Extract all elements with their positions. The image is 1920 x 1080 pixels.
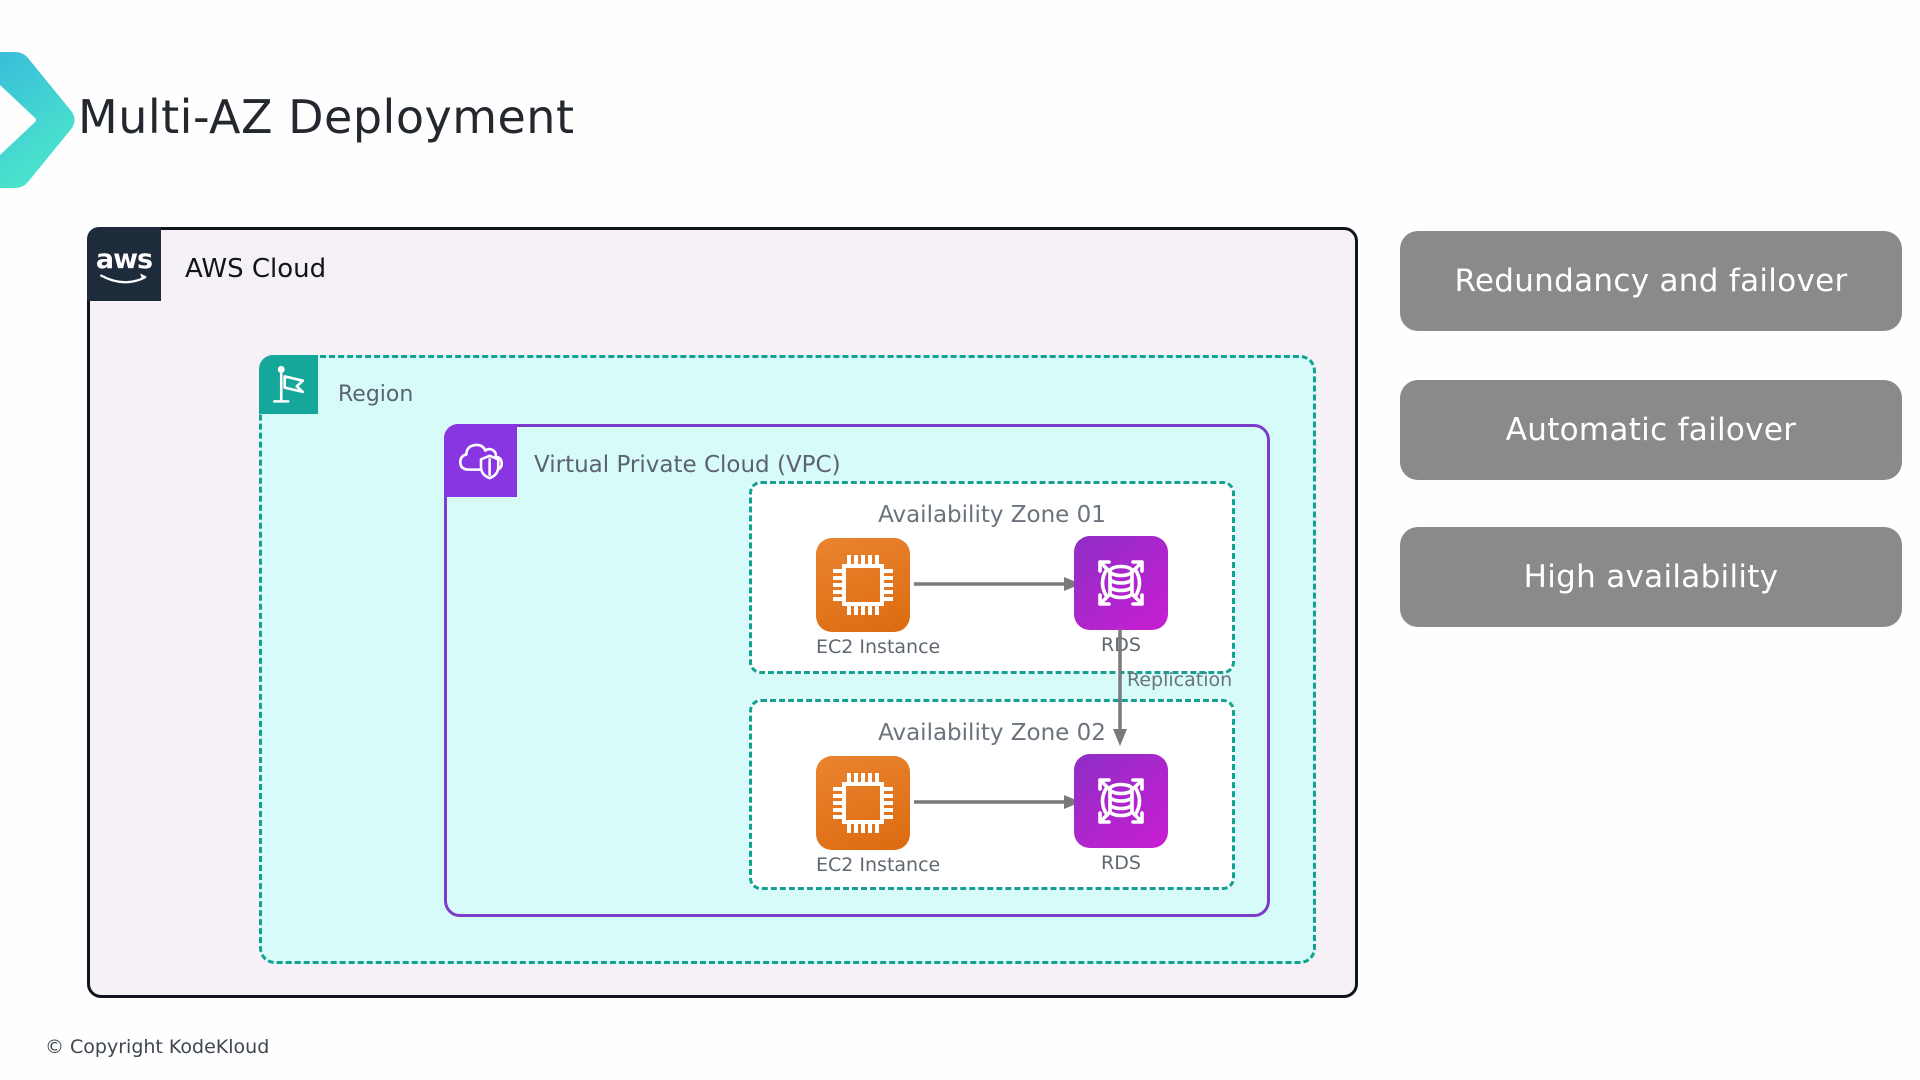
region-label: Region <box>338 382 414 407</box>
ec2-to-rds-arrow <box>914 795 1081 809</box>
vpc-cloud-shield-icon <box>444 424 517 497</box>
callout-label: High availability <box>1523 559 1779 595</box>
aws-cloud-box: aws AWS Cloud Region <box>87 227 1358 998</box>
rds-label: RDS <box>1101 852 1141 874</box>
rds-icon <box>1074 536 1168 630</box>
callout-label: Automatic failover <box>1505 412 1797 448</box>
region-flag-icon <box>259 355 318 414</box>
availability-zone-02-title: Availability Zone 02 <box>878 720 1106 746</box>
availability-zone-01-box: Availability Zone 01 EC2 Instance <box>749 481 1235 674</box>
vpc-box: Virtual Private Cloud (VPC) Availability… <box>444 424 1270 917</box>
aws-smile-swoosh-icon <box>100 273 147 283</box>
ec2-instance-icon <box>816 756 910 850</box>
ec2-to-rds-arrow <box>914 577 1081 591</box>
availability-zone-02-box: Availability Zone 02 EC2 Instance <box>749 699 1235 890</box>
callout-automatic-failover: Automatic failover <box>1400 380 1902 480</box>
vpc-label: Virtual Private Cloud (VPC) <box>534 452 841 478</box>
ec2-instance-label: EC2 Instance <box>816 854 941 876</box>
ec2-node-az2: EC2 Instance <box>816 756 941 876</box>
callout-redundancy-and-failover: Redundancy and failover <box>1400 231 1902 331</box>
availability-zone-01-title: Availability Zone 01 <box>878 502 1106 528</box>
kodekloud-chevron-logo-icon <box>0 52 75 188</box>
rds-node-az2: RDS <box>1074 754 1168 874</box>
replication-arrow <box>1113 629 1127 746</box>
ec2-instance-icon <box>816 538 910 632</box>
aws-logo-icon: aws <box>87 227 161 301</box>
ec2-instance-label: EC2 Instance <box>816 636 941 658</box>
copyright-text: © Copyright KodeKloud <box>45 1036 270 1058</box>
replication-label: Replication <box>1127 669 1233 691</box>
rds-node-az1: RDS <box>1074 536 1168 656</box>
rds-icon <box>1074 754 1168 848</box>
callout-label: Redundancy and failover <box>1454 263 1848 299</box>
aws-logo-text: aws <box>95 243 153 275</box>
ec2-node-az1: EC2 Instance <box>816 538 941 658</box>
page-title: Multi-AZ Deployment <box>78 90 575 144</box>
region-box: Region Virtual Private Cloud (VPC) A <box>259 355 1316 964</box>
callout-high-availability: High availability <box>1400 527 1902 627</box>
aws-cloud-label: AWS Cloud <box>185 254 327 284</box>
